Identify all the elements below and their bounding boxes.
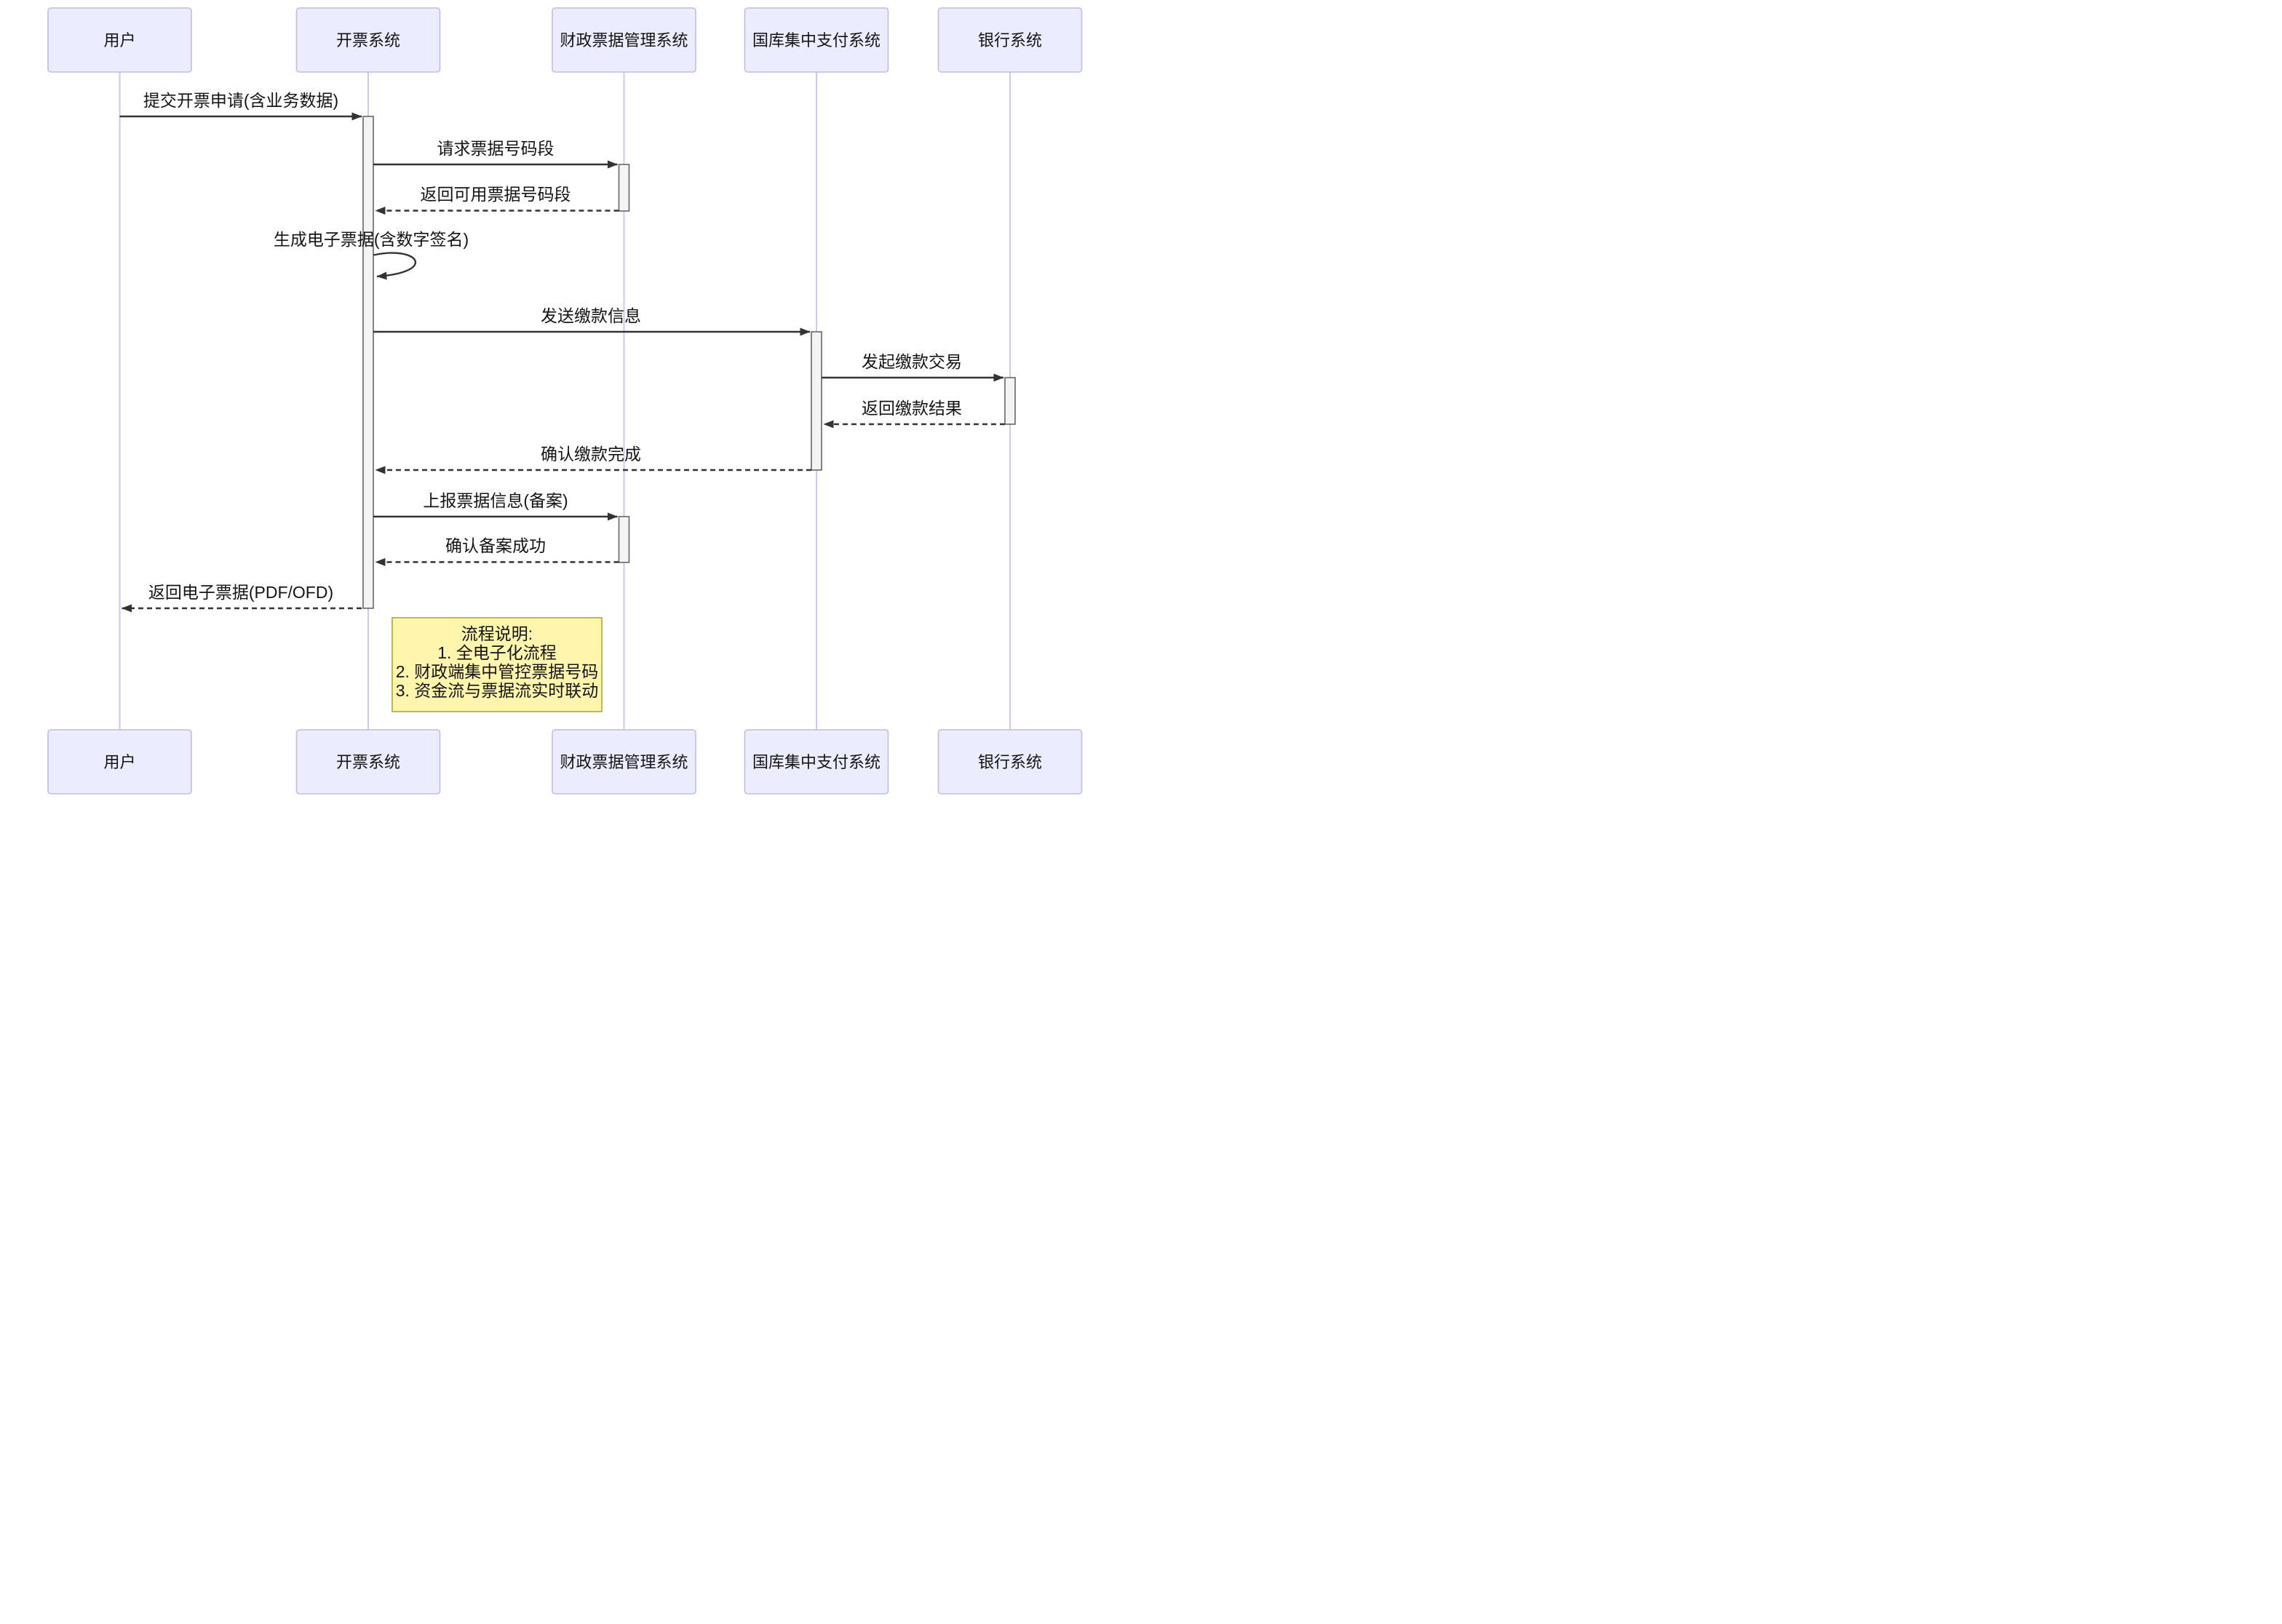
note-item-2: 2. 财政端集中管控票据号码 — [396, 662, 599, 681]
actor-box — [552, 729, 696, 795]
actor-bottom-bank: 银行系统 — [937, 729, 1083, 795]
actor-box — [295, 7, 441, 73]
actor-label: 财政票据管理系统 — [560, 753, 688, 771]
actor-label: 开票系统 — [336, 31, 400, 49]
actor-box — [47, 729, 192, 795]
actor-label: 银行系统 — [978, 753, 1042, 771]
note-item-1: 1. 全电子化流程 — [437, 643, 557, 662]
note-title: 流程说明: — [461, 624, 533, 643]
message-7: 返回缴款结果 — [823, 399, 1005, 429]
actor-box — [744, 7, 889, 73]
actor-bottom-fiscal: 财政票据管理系统 — [552, 729, 696, 795]
message-1: 提交开票申请(含业务数据) — [119, 91, 362, 121]
actor-label: 开票系统 — [336, 753, 400, 771]
activation-bank — [1004, 377, 1016, 425]
message-label: 生成电子票据(含数字签名) — [274, 230, 469, 249]
message-label: 上报票据信息(备案) — [423, 491, 568, 510]
message-label: 确认缴款完成 — [541, 445, 641, 463]
actor-label: 国库集中支付系统 — [752, 31, 880, 49]
actor-label: 国库集中支付系统 — [752, 753, 880, 771]
actors-bottom: 用户 开票系统 财政票据管理系统 国库集中支付系统 银行系统 — [47, 729, 1083, 795]
actor-top-bank: 银行系统 — [937, 7, 1083, 73]
message-label: 发起缴款交易 — [862, 352, 962, 371]
message-label: 返回可用票据号码段 — [421, 185, 571, 204]
actor-label: 银行系统 — [978, 31, 1042, 49]
actor-label: 用户 — [103, 753, 135, 771]
message-label: 确认备案成功 — [445, 536, 546, 555]
actor-bottom-user: 用户 — [47, 729, 192, 795]
actor-bottom-treasury: 国库集中支付系统 — [744, 729, 889, 795]
message-5: 发送缴款信息 — [373, 306, 811, 336]
actor-box — [744, 729, 889, 795]
actor-top-treasury: 国库集中支付系统 — [744, 7, 889, 73]
actor-box — [552, 7, 696, 73]
activation-fiscal-1 — [618, 164, 630, 212]
note-item-3: 3. 资金流与票据流实时联动 — [396, 681, 599, 700]
message-label: 发送缴款信息 — [541, 306, 641, 325]
actor-label: 财政票据管理系统 — [560, 31, 688, 49]
activation-fiscal-2 — [618, 516, 630, 563]
message-11: 返回电子票据(PDF/OFD) — [122, 583, 362, 613]
message-2: 请求票据号码段 — [373, 139, 618, 169]
messages: 提交开票申请(含业务数据) 请求票据号码段 返回可用票据号码段 生成电子票据(含… — [119, 91, 1005, 613]
message-3: 返回可用票据号码段 — [375, 185, 619, 215]
message-6: 发起缴款交易 — [822, 352, 1004, 382]
actor-box — [937, 7, 1083, 73]
message-4-self-loop: 生成电子票据(含数字签名) — [274, 230, 469, 280]
activation-bars — [362, 116, 1016, 609]
sequence-diagram: 提交开票申请(含业务数据) 请求票据号码段 返回可用票据号码段 生成电子票据(含… — [0, 0, 1141, 812]
message-9: 上报票据信息(备案) — [373, 491, 618, 521]
note-box — [391, 617, 603, 712]
actor-top-invoicing: 开票系统 — [295, 7, 441, 73]
activation-invoicing — [362, 116, 374, 609]
message-label: 返回电子票据(PDF/OFD) — [148, 583, 333, 602]
activation-treasury — [811, 331, 822, 471]
diagram-svg: 提交开票申请(含业务数据) 请求票据号码段 返回可用票据号码段 生成电子票据(含… — [47, 7, 1083, 795]
message-label: 提交开票申请(含业务数据) — [143, 91, 338, 110]
message-label: 返回缴款结果 — [862, 399, 962, 418]
actor-top-user: 用户 — [47, 7, 192, 73]
actor-label: 用户 — [103, 31, 135, 49]
message-10: 确认备案成功 — [375, 536, 619, 566]
message-8: 确认缴款完成 — [375, 445, 811, 474]
message-label: 请求票据号码段 — [437, 139, 554, 158]
actor-box — [47, 7, 192, 73]
actors-top: 用户 开票系统 财政票据管理系统 国库集中支付系统 银行系统 — [47, 7, 1083, 73]
actor-top-fiscal: 财政票据管理系统 — [552, 7, 696, 73]
actor-box — [295, 729, 441, 795]
self-loop-arrow — [373, 252, 417, 280]
actor-box — [937, 729, 1083, 795]
actor-bottom-invoicing: 开票系统 — [295, 729, 441, 795]
note: 流程说明: 1. 全电子化流程 2. 财政端集中管控票据号码 3. 资金流与票据… — [391, 617, 603, 712]
